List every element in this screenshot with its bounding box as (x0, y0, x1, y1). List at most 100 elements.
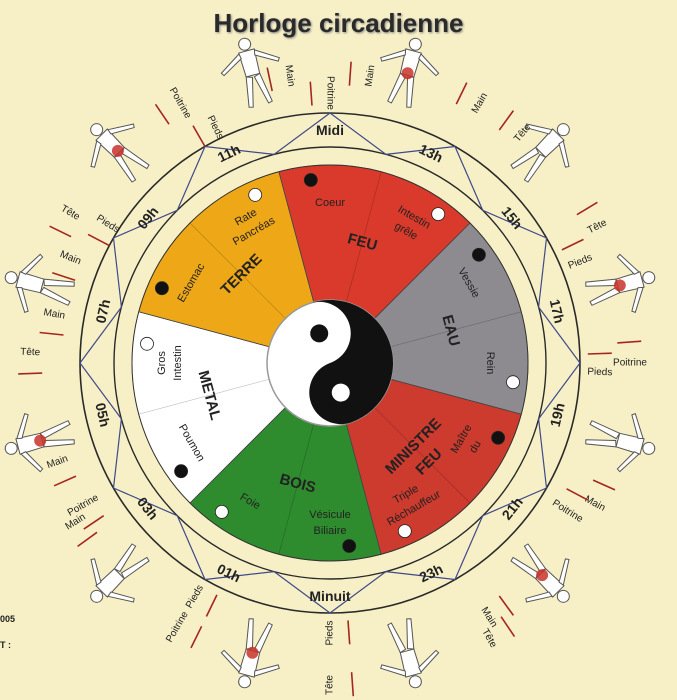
meridian-arrow (347, 620, 351, 645)
yin-yang-icon (266, 299, 394, 427)
figure-leg (43, 278, 75, 287)
meridian-arrow (592, 479, 616, 491)
star-line (385, 145, 456, 155)
figure-leg (113, 543, 137, 573)
figure-head (90, 123, 104, 137)
star-line (454, 515, 484, 580)
figure-arm (220, 53, 242, 77)
meridian-arrow (49, 225, 72, 238)
label-pieds: Pieds (205, 114, 226, 141)
label-tete: Tête (479, 627, 499, 650)
star-line (273, 571, 331, 614)
label-main: Main (58, 249, 82, 267)
meridian-arrow (205, 594, 218, 617)
figure-leg (589, 420, 621, 440)
star-line (538, 362, 581, 420)
meridian-arrow (576, 201, 598, 216)
figure-arm (220, 649, 242, 673)
yin-dot (506, 375, 520, 390)
hour-label: 07h (92, 298, 113, 325)
figure-arm (380, 49, 407, 62)
label-pieds: Pieds (567, 252, 594, 272)
star-line (329, 571, 387, 614)
yin-dot (431, 207, 446, 222)
meridian-arrow (83, 515, 105, 530)
yang-dot (342, 539, 357, 553)
cut-off-text: T : (0, 640, 11, 650)
figure-arm (16, 413, 29, 440)
body-figure (220, 37, 280, 108)
figure-arm (380, 664, 407, 677)
figure-arm (525, 123, 553, 135)
figure-leg (253, 72, 273, 104)
organ-label: Vésicule (309, 509, 351, 521)
star-line (204, 571, 275, 581)
figure-arm (558, 140, 570, 168)
hour-label: Midi (316, 122, 344, 138)
body-figure (585, 413, 656, 473)
figure-leg (510, 146, 540, 170)
meridian-arrow (350, 672, 355, 697)
label-poitrine: Poitrine (325, 76, 336, 110)
body-figure (220, 618, 280, 689)
label-tete: Tête (586, 217, 609, 236)
yang-dot (491, 430, 506, 445)
figure-head (238, 675, 252, 689)
meridian-highlight (536, 569, 549, 582)
yin-dot (248, 187, 263, 202)
organ-label: Biliaire (313, 525, 346, 537)
star-pattern (79, 112, 581, 614)
meridian-arrow (309, 81, 313, 106)
figure-arm (90, 140, 102, 168)
figure-arm (20, 451, 44, 473)
label-pieds: Pieds (94, 213, 121, 236)
body-figure (380, 618, 440, 689)
figure-arm (616, 253, 640, 275)
figure-head (408, 675, 422, 689)
figure-arm (90, 558, 102, 586)
meridian-arrow (154, 103, 170, 125)
meridian-arrow (455, 82, 468, 105)
meridian-highlight (613, 279, 626, 292)
meridian-arrow (39, 331, 64, 336)
star-line (113, 209, 178, 239)
figure-arm (418, 53, 440, 77)
meridian-highlight (111, 144, 124, 157)
label-main: Main (283, 64, 297, 87)
figure-leg (523, 153, 547, 183)
page-title: Horloge circadienne (213, 8, 464, 38)
figure-arm (616, 451, 640, 473)
hour-label: 05h (92, 401, 113, 428)
figure-leg (585, 439, 617, 448)
figure-arm (107, 123, 135, 135)
label-main: Main (43, 307, 66, 322)
figure-head (238, 37, 252, 51)
yin-yang-dark-half (308, 300, 393, 425)
yin-yang-dot (331, 383, 350, 402)
figure-head (4, 271, 18, 285)
star-line (482, 487, 547, 517)
yang-dot (303, 173, 318, 187)
meridian-arrow (52, 272, 76, 281)
star-line (273, 112, 331, 155)
meridian-highlight (246, 646, 259, 659)
meridian-highlight (34, 434, 47, 447)
star-line (79, 362, 122, 420)
figure-head (556, 123, 570, 137)
star-line (204, 145, 275, 155)
figure-leg (120, 556, 150, 580)
label-main: Main (363, 64, 377, 87)
meridian-arrow (498, 595, 515, 616)
yang-dot (154, 281, 169, 296)
label-tete: Tête (20, 347, 41, 359)
figure-arm (525, 591, 553, 603)
star-line (454, 146, 484, 211)
body-figure (90, 543, 150, 603)
figure-arm (253, 49, 280, 62)
figure-head (556, 589, 570, 603)
meridian-arrow (566, 488, 589, 501)
meridian-arrow (190, 625, 203, 649)
star-line (538, 306, 581, 364)
element-ring-border (131, 164, 529, 562)
